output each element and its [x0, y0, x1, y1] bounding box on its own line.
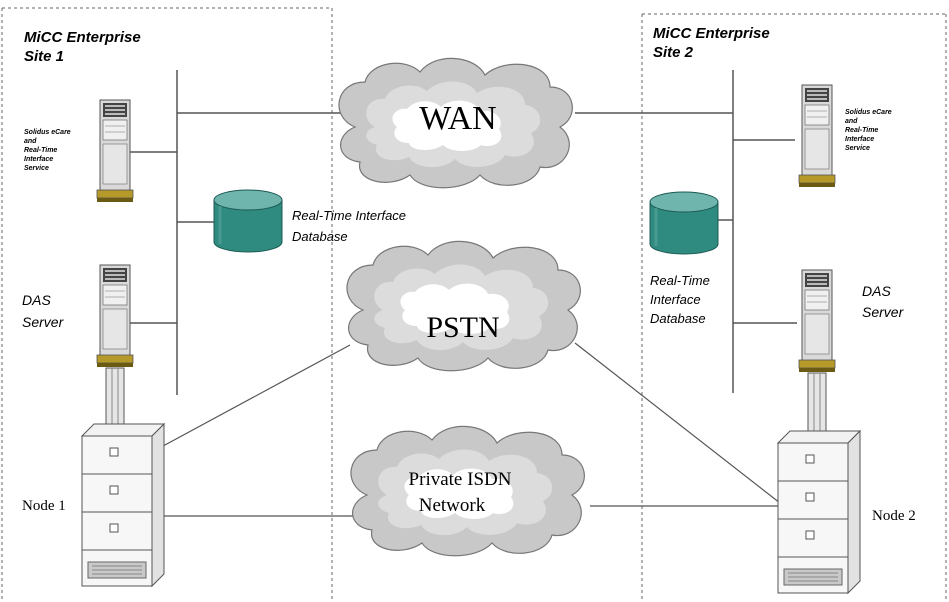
site2-lan	[575, 70, 797, 393]
pstn-label: PSTN	[426, 311, 499, 344]
site1-server-cable	[105, 367, 125, 425]
isdn-cloud	[350, 425, 585, 557]
site2-ecare-label-4: Service	[845, 145, 870, 152]
site1-title-line1: MiCC Enterprise	[24, 29, 141, 46]
site2-realtime-database	[648, 190, 720, 256]
inter-site-links	[151, 342, 781, 517]
site2-das-label-0: DAS	[862, 283, 891, 299]
site1-ecare-label-1: and	[24, 138, 37, 145]
node2-label: Node 2	[872, 508, 916, 524]
pstn-cloud	[346, 240, 581, 372]
site2-database-label-2: Database	[650, 311, 706, 326]
site1-das-label-1: Server	[22, 314, 65, 330]
site1-ecare-server	[96, 99, 134, 203]
site2-database-label-0: Real-Time	[650, 273, 710, 288]
site1-lan	[130, 70, 345, 395]
site1-title-line2: Site 1	[24, 48, 64, 65]
site2-title-line1: MiCC Enterprise	[653, 25, 770, 42]
site1-database-label-1: Database	[292, 229, 348, 244]
site1-realtime-database	[212, 188, 284, 254]
wan-label: WAN	[419, 100, 496, 137]
site2-ecare-label-0: Solidus eCare	[845, 109, 892, 116]
site2-ecare-label-1: and	[845, 118, 858, 125]
site1-ecare-label-0: Solidus eCare	[24, 129, 71, 136]
site2-das-server	[798, 269, 836, 373]
site2-database-label-1: Interface	[650, 292, 701, 307]
site1-das-server	[96, 264, 134, 368]
node1-cabinet	[81, 423, 165, 587]
site2-ecare-label-3: Interface	[845, 136, 874, 143]
node1-label: Node 1	[22, 498, 66, 514]
site1-ecare-label-2: Real-Time	[24, 147, 57, 154]
node2-cabinet	[777, 430, 861, 594]
isdn-label-line2: Network	[419, 495, 486, 516]
site1-ecare-label-4: Service	[24, 165, 49, 172]
site2-ecare-server	[798, 84, 836, 188]
site1-ecare-label-3: Interface	[24, 156, 53, 163]
site2-das-label-1: Server	[862, 304, 905, 320]
site1-database-label-0: Real-Time Interface	[292, 208, 406, 223]
site1-das-label-0: DAS	[22, 292, 51, 308]
site2-ecare-label-2: Real-Time	[845, 127, 878, 134]
site2-server-cable	[807, 372, 827, 432]
site2-title-line2: Site 2	[653, 44, 694, 61]
isdn-label-line1: Private ISDN	[409, 469, 512, 490]
